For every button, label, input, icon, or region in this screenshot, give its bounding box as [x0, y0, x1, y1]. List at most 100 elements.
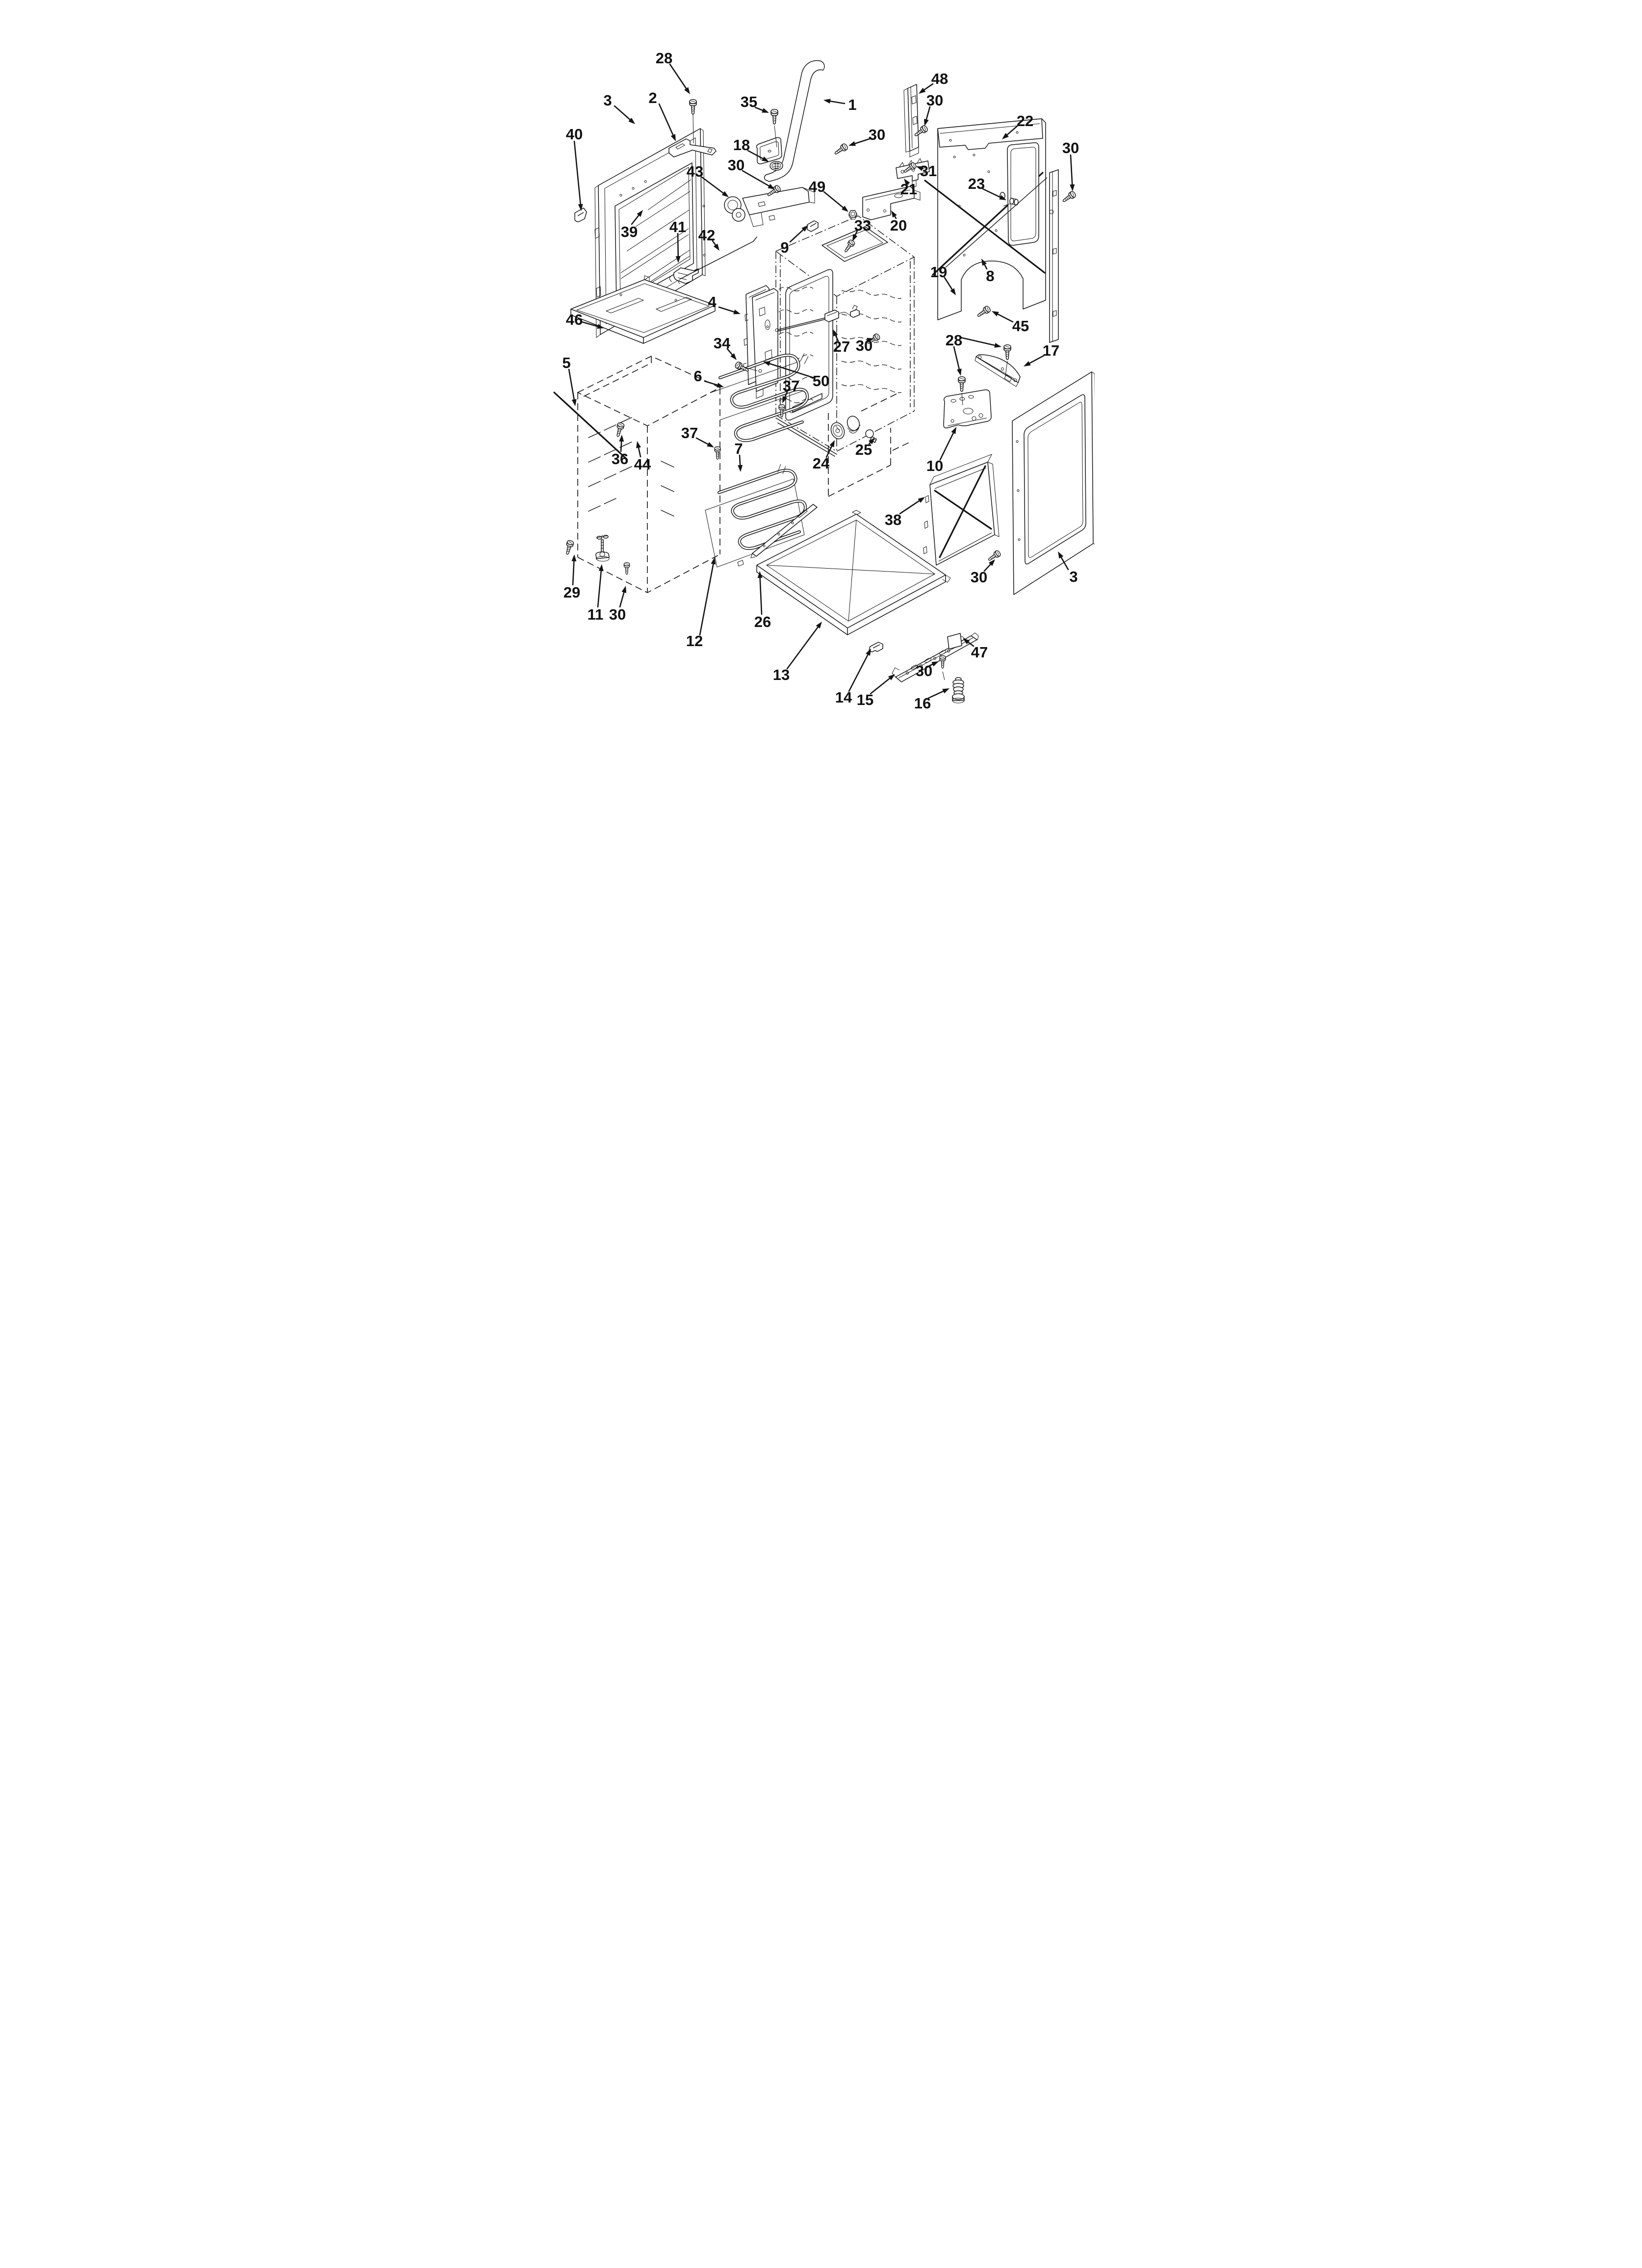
part-rear-panel-8	[924, 118, 1059, 343]
part-door-right	[1012, 371, 1095, 595]
callout-14-54: 14	[835, 649, 871, 706]
screw-glyph-17	[566, 540, 574, 555]
callout-label-6: 6	[693, 367, 702, 385]
callout-19-24: 19	[930, 263, 956, 295]
callout-label-3: 3	[603, 92, 612, 109]
callout-label-28: 28	[946, 332, 962, 349]
callout-label-15: 15	[857, 691, 873, 708]
part-grate-18	[770, 161, 783, 171]
screw-glyph-1	[770, 109, 778, 125]
callout-4-26: 4	[708, 293, 741, 314]
part-panel-38	[923, 454, 1000, 566]
callout-30-13: 30	[848, 126, 885, 146]
callout-label-18: 18	[733, 136, 750, 154]
callout-label-47: 47	[971, 644, 988, 661]
callout-28-32: 28	[946, 332, 1001, 376]
callout-label-22: 22	[1017, 112, 1033, 130]
callout-40-9: 40	[566, 126, 583, 211]
callout-label-40: 40	[566, 126, 583, 143]
part-latch-motor-43	[724, 187, 815, 227]
part-rail-26	[750, 504, 818, 558]
callout-label-49: 49	[809, 178, 825, 195]
callout-label-35: 35	[741, 93, 757, 110]
callout-label-36: 36	[612, 450, 628, 468]
callout-9-22: 9	[780, 225, 808, 256]
callout-label-30: 30	[926, 92, 943, 109]
callout-label-3: 3	[1069, 568, 1078, 585]
callout-30-11: 30	[728, 156, 775, 189]
callout-30-56: 30	[916, 661, 939, 679]
callout-label-33: 33	[854, 217, 871, 234]
callout-30-50: 30	[609, 586, 627, 623]
callout-29-48: 29	[564, 554, 580, 601]
callout-47-58: 47	[963, 638, 988, 661]
assembly-line	[774, 125, 777, 148]
callout-30-8: 30	[1062, 139, 1079, 191]
callout-label-43: 43	[687, 163, 703, 180]
callout-45-31: 45	[992, 311, 1029, 335]
callout-label-45: 45	[1012, 317, 1029, 335]
callout-label-44: 44	[634, 456, 651, 473]
part-handle-1	[756, 60, 825, 182]
part-bracket-48	[903, 84, 919, 157]
callout-2-2: 2	[648, 89, 676, 141]
callout-label-37: 37	[681, 424, 698, 442]
callout-50-37: 50	[763, 361, 829, 390]
callout-20-19: 20	[890, 210, 907, 234]
callout-label-29: 29	[564, 584, 580, 601]
callout-label-30: 30	[856, 337, 872, 354]
part-rod-5	[553, 391, 628, 460]
callout-label-30: 30	[916, 662, 932, 679]
screw-glyph-14	[714, 446, 721, 460]
knob-phantom-box	[828, 413, 891, 497]
part-knob-24	[830, 422, 845, 440]
callout-5-34: 5	[562, 354, 577, 406]
screw-glyph-19	[939, 655, 946, 669]
part-door-window-39	[615, 162, 694, 307]
callout-30-46: 30	[971, 559, 995, 586]
part-latch-rod-42	[678, 236, 757, 284]
callout-label-20: 20	[890, 217, 907, 234]
callout-30-6: 30	[924, 92, 943, 126]
screw-glyph-5	[903, 162, 917, 173]
callout-13-53: 13	[773, 622, 822, 683]
part-leg-11	[595, 534, 610, 562]
callout-label-25: 25	[855, 441, 872, 458]
callout-48-5: 48	[919, 70, 948, 94]
callout-label-5: 5	[562, 354, 570, 371]
callout-31-14: 31	[916, 162, 937, 180]
part-thermostat-27	[775, 305, 860, 332]
callout-18-10: 18	[733, 136, 769, 162]
callout-17-33: 17	[1024, 342, 1059, 366]
callout-label-34: 34	[714, 335, 731, 352]
callout-43-12: 43	[687, 163, 729, 197]
callout-42-21: 42	[698, 227, 719, 251]
part-bracket-17	[975, 354, 1021, 387]
callout-26-52: 26	[754, 571, 771, 630]
screw-glyph-2	[767, 185, 781, 196]
callout-3-47: 3	[1058, 551, 1078, 585]
part-clip-9	[807, 220, 819, 232]
callout-label-21: 21	[900, 181, 917, 198]
leader-line	[945, 177, 1048, 268]
callout-25-43: 25	[855, 438, 875, 458]
exploded-parts-diagram: 2832351483022304018304330312123493320414…	[547, 0, 1095, 756]
callout-label-7: 7	[734, 440, 743, 457]
part-bracket-20	[862, 186, 921, 220]
assembly-line	[743, 361, 1008, 680]
callout-label-1: 1	[848, 96, 856, 113]
callout-22-7: 22	[1002, 112, 1033, 139]
callout-label-26: 26	[754, 613, 771, 630]
callout-label-14: 14	[835, 689, 852, 706]
part-rear-side-rail	[1049, 169, 1059, 343]
callout-label-41: 41	[669, 218, 686, 235]
callout-24-42: 24	[813, 440, 835, 472]
screw-glyph-15	[778, 404, 785, 417]
callout-34-28: 34	[714, 335, 737, 360]
part-pad-47	[947, 633, 962, 650]
part-foot-16	[952, 677, 965, 704]
callout-label-30: 30	[1062, 139, 1079, 156]
callout-44-39: 44	[634, 441, 651, 473]
